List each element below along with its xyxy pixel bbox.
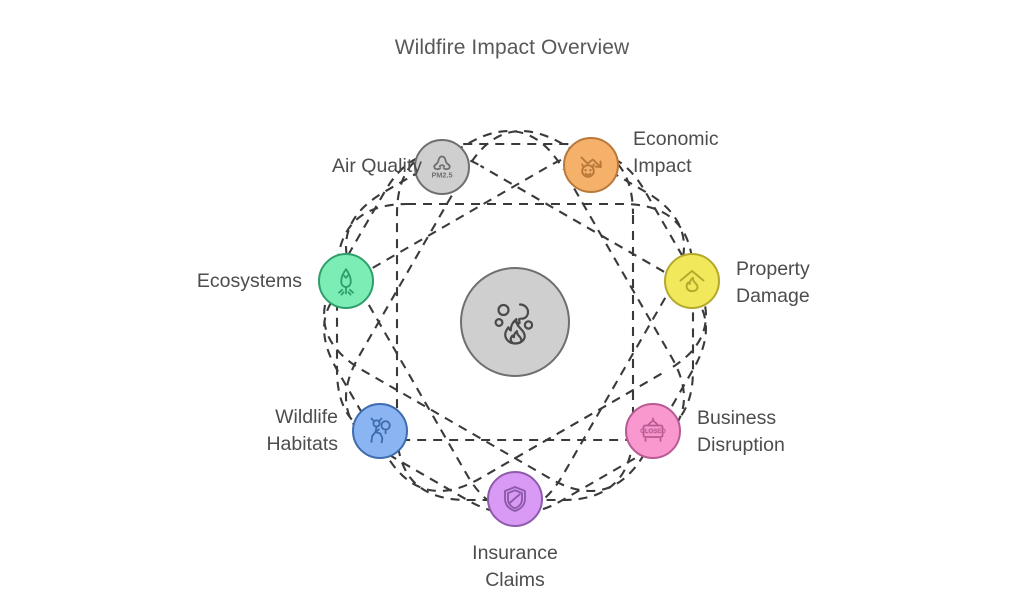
nose-pm25-icon: PM2.5 [425, 150, 459, 184]
node-economic-impact[interactable] [563, 137, 619, 193]
wildfire-smoke-icon [494, 303, 534, 345]
burnt-tree-icon [329, 264, 363, 298]
closed-sign-icon: CLOSED [636, 414, 670, 448]
svg-text:PM2.5: PM2.5 [431, 171, 452, 180]
node-air-quality[interactable]: PM2.5 [414, 139, 470, 195]
wildfire-center-node[interactable] [460, 267, 570, 377]
node-label-wildlife-habitats: Wildlife Habitats [266, 406, 338, 455]
node-wildlife-habitats[interactable] [352, 403, 408, 459]
burning-house-icon [675, 264, 709, 298]
node-label-economic-impact: Economic Impact [633, 128, 719, 177]
svg-text:CLOSED: CLOSED [640, 428, 666, 435]
node-label-ecosystems: Ecosystems [196, 270, 302, 292]
node-label-insurance-claims: Insurance Claims [472, 542, 558, 591]
node-label-property-damage: Property Damage [736, 258, 810, 307]
node-property-damage[interactable] [664, 253, 720, 309]
wildlife-animal-icon [363, 414, 397, 448]
node-label-air-quality: Air Quality [332, 155, 422, 177]
page-title: Wildfire Impact Overview [394, 36, 630, 59]
node-business-disruption[interactable]: CLOSED [625, 403, 681, 459]
bear-market-down-icon [574, 148, 608, 182]
node-ecosystems[interactable] [318, 253, 374, 309]
node-insurance-claims[interactable] [487, 471, 543, 527]
shield-icon [498, 482, 532, 516]
node-label-business-disruption: Business Disruption [697, 407, 785, 456]
